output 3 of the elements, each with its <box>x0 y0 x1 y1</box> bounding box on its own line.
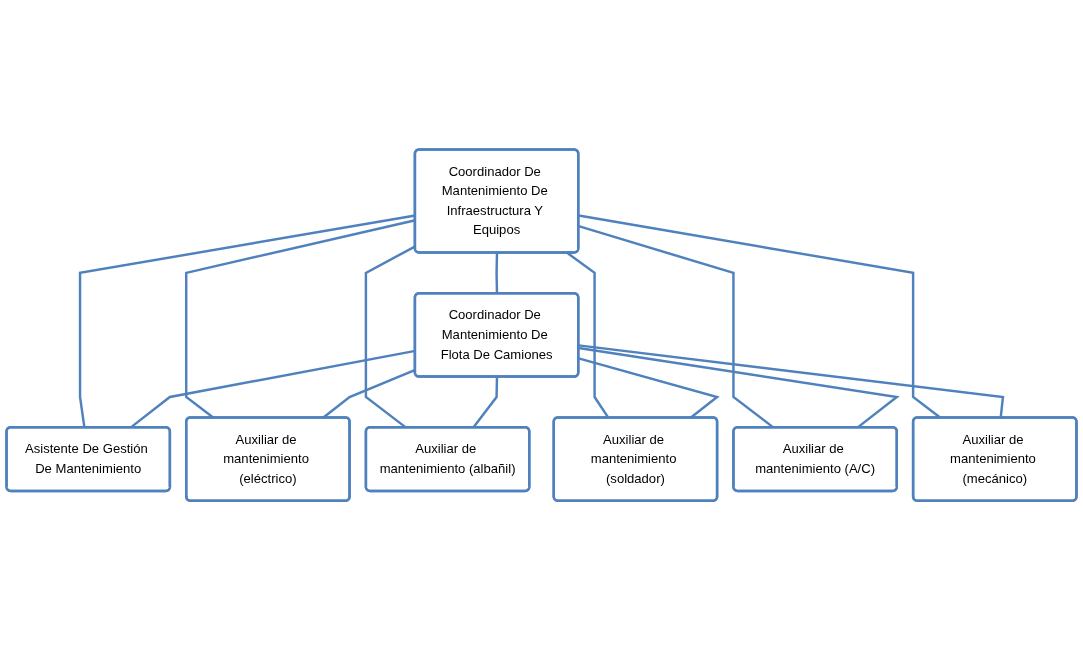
connector <box>78 214 416 428</box>
connector <box>495 252 499 294</box>
connector <box>578 344 1005 418</box>
